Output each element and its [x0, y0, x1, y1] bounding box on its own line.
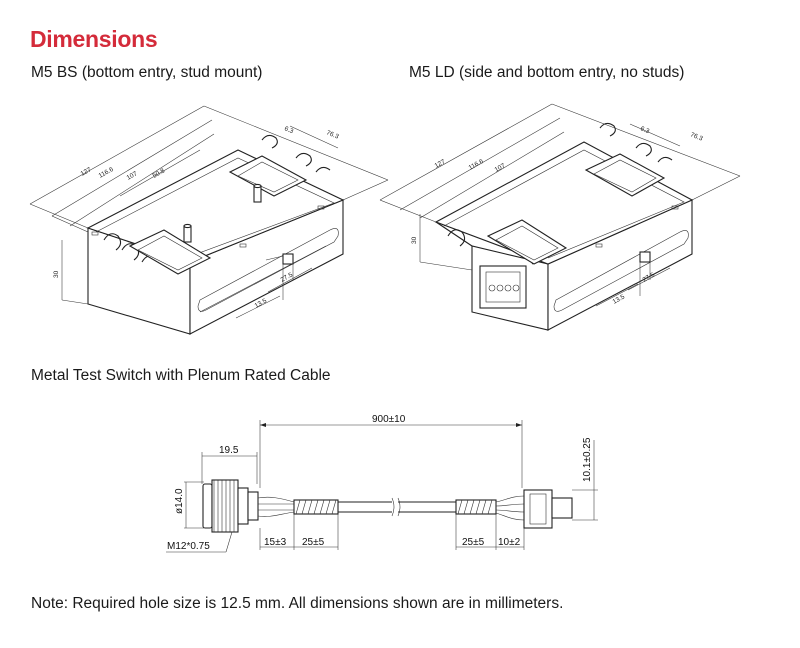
dim-diameter: ø14.0	[174, 488, 185, 514]
dim-116-6: 116.6	[98, 166, 116, 180]
dim-strip-4: 10±2	[498, 537, 521, 548]
switch-nut	[211, 479, 239, 533]
m5-ld-drawing: 127 116.6 107 6.3 76.3 30 13.5 27.5	[379, 103, 741, 331]
dim-107: 107	[126, 170, 139, 182]
dim-127: 127	[434, 158, 447, 170]
stud	[183, 225, 192, 243]
dim-thread-length: 19.5	[219, 445, 239, 456]
dim-107: 107	[494, 162, 507, 174]
section-title: Dimensions	[30, 26, 158, 52]
switch-back	[247, 491, 259, 521]
dim-30: 30	[53, 270, 60, 278]
dim-116-6: 116.6	[468, 158, 486, 172]
switch-body	[237, 487, 249, 525]
dim-strip-2: 25±5	[302, 537, 325, 548]
caption-m5-ld: M5 LD (side and bottom entry, no studs)	[409, 64, 685, 81]
connector-port	[639, 251, 651, 263]
dim-strip-3: 25±5	[462, 537, 485, 548]
dim-6-3: 6.3	[639, 125, 650, 135]
dim-127: 127	[80, 166, 93, 178]
plug-tab	[551, 497, 573, 519]
caption-m5-bs: M5 BS (bottom entry, stud mount)	[31, 64, 263, 81]
dim-76-3: 76.3	[689, 131, 704, 142]
caption-test-switch: Metal Test Switch with Plenum Rated Cabl…	[31, 367, 331, 384]
test-switch-drawing: 900±10 19.5 ø14.0	[166, 414, 598, 553]
dim-6-3: 6.3	[283, 125, 294, 135]
dim-thread: M12*0.75	[167, 541, 210, 552]
dim-height: 10.1±0.25	[582, 437, 593, 482]
dim-30: 30	[411, 236, 418, 244]
dim-76-3: 76.3	[325, 129, 340, 140]
dim-50-8: 50.8	[152, 167, 167, 179]
footnote: Note: Required hole size is 12.5 mm. All…	[31, 595, 564, 612]
dim-length: 900±10	[372, 414, 406, 425]
stud	[253, 185, 262, 203]
plug-connector	[523, 489, 553, 529]
switch-button	[202, 483, 213, 529]
m5-bs-drawing: 127 116.6 107 50.8 6.3 76.3 30 13.5 27.5	[29, 105, 389, 335]
dim-strip-1: 15±3	[264, 537, 287, 548]
connector-port	[282, 253, 294, 265]
